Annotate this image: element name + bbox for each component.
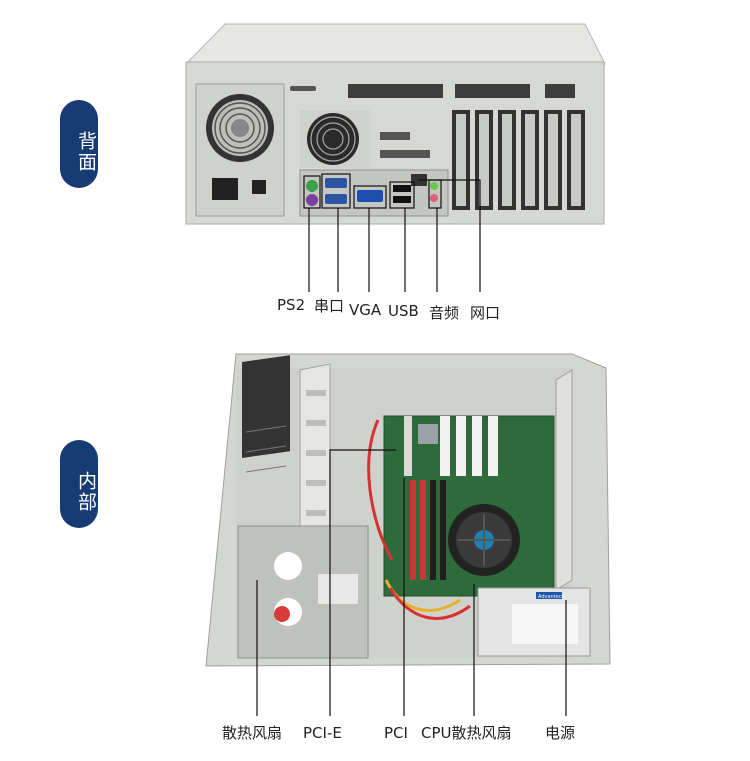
label-usb: USB <box>388 302 419 320</box>
back-fan <box>300 110 370 168</box>
inside-fan <box>242 355 290 473</box>
motherboard <box>383 415 555 597</box>
label-ps2: PS2 <box>277 296 306 314</box>
label-cpu-fan: CPU散热风扇 <box>421 724 512 742</box>
back-psu <box>195 83 285 217</box>
inside-chassis: Advantech <box>205 353 611 667</box>
label-psu: 电源 <box>545 724 576 742</box>
drive-cage <box>237 525 369 659</box>
psu-brand-text: Advantech <box>538 594 565 600</box>
label-pcie: PCI-E <box>303 724 342 742</box>
back-view-badge: 背面 <box>60 100 98 188</box>
label-vga: VGA <box>349 301 382 319</box>
inside-psu: Advantech <box>477 587 591 657</box>
back-leader-lines <box>303 173 481 292</box>
label-audio: 音频 <box>429 304 460 322</box>
inside-leader-lines <box>256 449 567 716</box>
back-view-label: 背面 <box>75 131 97 173</box>
label-pci: PCI <box>384 724 408 742</box>
cpu-fan <box>448 504 520 576</box>
inside-view-label: 内部 <box>75 471 97 513</box>
back-chassis <box>184 23 606 225</box>
label-cooling-fan: 散热风扇 <box>222 724 283 742</box>
label-network: 网口 <box>470 304 501 322</box>
inside-view-badge: 内部 <box>60 440 98 528</box>
label-serial: 串口 <box>314 297 345 315</box>
